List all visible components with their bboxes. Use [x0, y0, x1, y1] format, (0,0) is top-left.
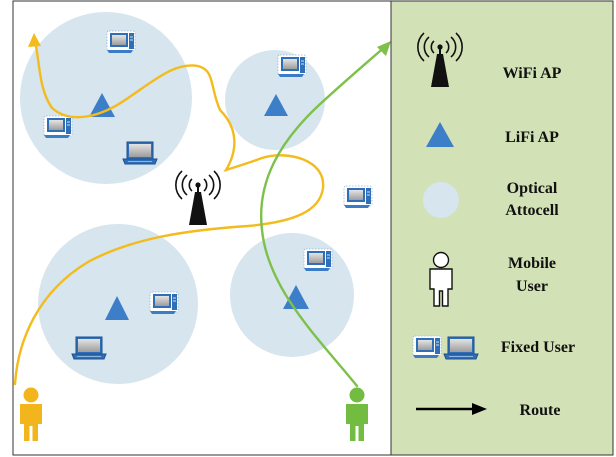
legend-wifi-ap-label: WiFi AP: [503, 65, 562, 82]
legend-panel: [390, 0, 614, 456]
laptop-computer-icon: [71, 336, 107, 360]
legend-fixed-user-label: Fixed User: [501, 339, 575, 356]
legend-mobile-user-label-line2: User: [516, 278, 548, 295]
legend-mobile-user-label-line1: Mobile: [508, 255, 556, 272]
desktop-computer-icon: [149, 291, 179, 315]
lifi-ap-2: [264, 94, 288, 116]
legend-optical-attocell-label-line1: Optical: [507, 180, 558, 197]
laptop-computer-icon: [122, 141, 158, 165]
desktop-computer-icon: [43, 115, 73, 139]
lifi-ap-3: [105, 296, 129, 320]
legend-route-arrow-icon: [472, 403, 487, 415]
lifi-ap-1: [89, 93, 115, 117]
desktop-computer-icon: [277, 54, 307, 78]
legend-route-label: Route: [520, 402, 561, 419]
legend-desktop-computer-icon: [412, 335, 442, 359]
legend-mobile-user-icon: [429, 251, 453, 307]
desktop-computer-icon: [303, 248, 333, 272]
route-green-arrowhead: [377, 41, 391, 56]
legend-lifi-ap-icon: [426, 122, 454, 147]
route-yellow-arrowhead: [28, 33, 41, 47]
attocell-1: [20, 12, 192, 184]
desktop-computer-icon: [106, 30, 136, 54]
route-green: [259, 42, 390, 388]
desktop-computer-icon: [343, 185, 373, 209]
legend-lifi-ap-label: LiFi AP: [505, 129, 559, 146]
route-yellow: [13, 34, 325, 386]
legend-optical-attocell-icon: [423, 182, 459, 218]
legend-laptop-computer-icon: [443, 336, 479, 360]
legend-optical-attocell-label-line2: Attocell: [505, 202, 559, 219]
